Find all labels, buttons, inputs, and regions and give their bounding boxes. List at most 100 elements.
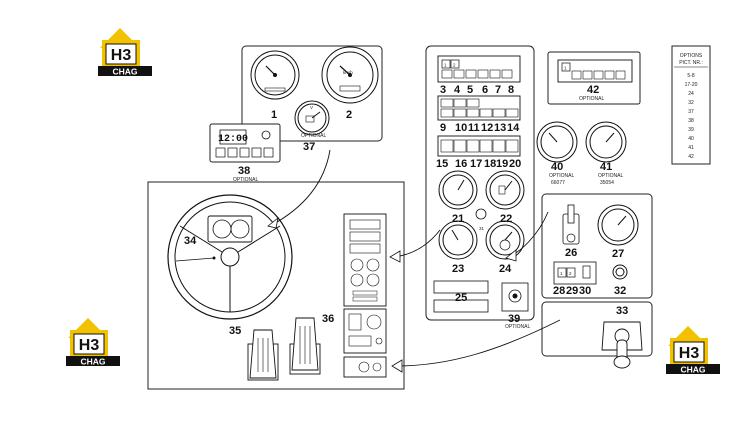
label-17: 17 xyxy=(470,158,482,170)
options-item: 39 xyxy=(688,127,694,133)
label-40: 40 xyxy=(551,161,563,173)
mini-joystick-panel xyxy=(343,356,387,378)
label-27: 27 xyxy=(612,248,624,260)
options-box xyxy=(671,45,711,165)
mini-control-panel xyxy=(343,308,387,354)
panel-42-icons xyxy=(571,70,626,80)
label-28: 28 xyxy=(553,285,565,297)
mini-digit-1-42: 1 xyxy=(564,66,567,71)
label-37: 37 xyxy=(303,141,315,153)
clock-sensor-icon xyxy=(261,130,271,140)
label-14: 14 xyxy=(507,122,520,134)
label-8: 8 xyxy=(508,84,514,96)
arrow-right-to-control xyxy=(505,211,549,262)
label-32: 32 xyxy=(614,285,626,297)
label-10: 10 xyxy=(455,122,467,134)
pedal-35 xyxy=(247,329,279,381)
label-3: 3 xyxy=(440,84,446,96)
label-29: 29 xyxy=(566,285,578,297)
options-item: 41 xyxy=(688,145,694,151)
clock-buttons xyxy=(215,147,274,158)
label-23: 23 xyxy=(452,263,464,275)
optional-41: OPTIONAL xyxy=(598,173,624,179)
socket-39 xyxy=(501,282,529,312)
indicator-32 xyxy=(612,264,628,280)
indicator-block-15-20 xyxy=(437,135,521,157)
gauge-21 xyxy=(438,170,478,210)
mini-digit-2: 2 xyxy=(453,63,456,68)
logo-right: H3 CHAG xyxy=(666,326,720,375)
mini-digit-1-28: 1 xyxy=(560,271,563,276)
label-39: 39 xyxy=(508,313,520,325)
optional-40: OPTIONAL xyxy=(549,173,575,179)
indicator-row-15-20-icons xyxy=(440,139,519,153)
label-22: 22 xyxy=(500,213,512,225)
logo-bottom-text: CHAG xyxy=(112,67,137,77)
label-31: 31 xyxy=(479,226,485,231)
part-number-41: 35054 xyxy=(600,180,614,186)
volt-text: V xyxy=(310,105,313,110)
options-item: 24 xyxy=(688,91,694,97)
options-item: 17-20 xyxy=(685,82,698,88)
logo-top-text: H3 xyxy=(111,47,132,64)
indicator-block-9-14 xyxy=(437,95,521,121)
label-25: 25 xyxy=(455,292,467,304)
label-24: 24 xyxy=(499,263,512,275)
label-11: 11 xyxy=(468,122,480,134)
label-13: 13 xyxy=(494,122,506,134)
logo-top-left: H3 CHAG xyxy=(98,28,152,77)
gauge-27 xyxy=(597,204,639,246)
indicator-row-9-14-icons xyxy=(440,98,519,118)
arrow-top-to-wheel xyxy=(267,149,331,229)
label-38: 38 xyxy=(238,165,250,177)
optional-37: OPTIONAL xyxy=(301,133,327,139)
gauge-40 xyxy=(536,121,578,163)
block-25-bottom xyxy=(433,299,489,313)
label-9: 9 xyxy=(440,122,446,134)
label-1: 1 xyxy=(271,109,277,121)
label-18: 18 xyxy=(484,158,496,170)
label-12: 12 xyxy=(481,122,493,134)
label-16: 16 xyxy=(455,158,467,170)
mini-digit-1: 1 xyxy=(444,63,447,68)
gauge-2-speedometer: km/h xyxy=(321,46,379,104)
logo-bottom-text: CHAG xyxy=(680,365,705,375)
label-20: 20 xyxy=(509,158,521,170)
options-item: 32 xyxy=(688,100,694,106)
clock-display: 12:00 xyxy=(218,134,248,145)
options-title-1: OPTIONS xyxy=(680,53,703,59)
logo-bottom-text: CHAG xyxy=(80,357,105,367)
label-5: 5 xyxy=(467,84,473,96)
label-42: 42 xyxy=(587,84,599,96)
arrow-joystick-to-cab xyxy=(391,319,561,373)
arrow-column-to-dash xyxy=(389,229,441,263)
mini-dash-column xyxy=(343,213,387,307)
label-36: 36 xyxy=(322,313,334,325)
label-34: 34 xyxy=(184,235,197,247)
switch-block-28-30 xyxy=(553,261,597,285)
pedal-36 xyxy=(289,317,321,375)
gauge-23 xyxy=(438,220,478,260)
indicator-row-3-8-icons xyxy=(441,69,513,79)
options-title-2: PICT. NR.: xyxy=(679,60,703,66)
label-41: 41 xyxy=(600,161,612,173)
options-item: 5-8 xyxy=(687,73,694,79)
optional-42: OPTIONAL xyxy=(579,96,605,102)
gauge-panel-top xyxy=(241,45,383,142)
label-19: 19 xyxy=(496,158,508,170)
joystick-33 xyxy=(601,321,643,369)
optional-39: OPTIONAL xyxy=(505,324,531,330)
gauge-37-voltmeter: V xyxy=(294,100,330,136)
joystick-panel xyxy=(541,301,653,357)
optional-38: OPTIONAL xyxy=(233,177,259,183)
indicator-block-3-8 xyxy=(437,55,521,83)
logo-top-text: H3 xyxy=(679,345,700,362)
gauge-24 xyxy=(485,220,525,260)
label-26: 26 xyxy=(565,247,577,259)
logo-mid-left: H3 CHAG xyxy=(66,318,120,367)
label-33: 33 xyxy=(616,305,628,317)
gauge-22 xyxy=(485,170,525,210)
label-30: 30 xyxy=(579,285,591,297)
gauge-1-tachometer xyxy=(250,50,300,100)
